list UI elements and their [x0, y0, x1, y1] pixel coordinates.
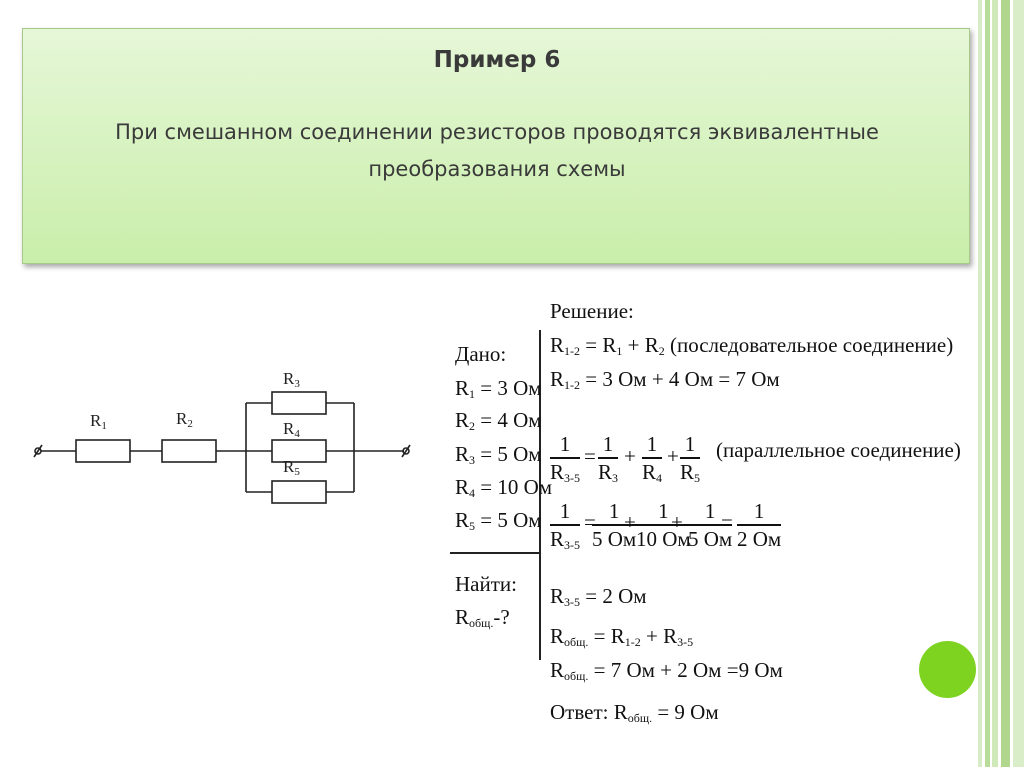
resistor-r5 [271, 480, 327, 504]
subtitle-line-2: преобразования схемы [368, 157, 626, 181]
answer: Ответ: Rобщ. = 9 Ом [550, 700, 719, 725]
title-box: Пример 6 При смешанном соединении резист… [22, 28, 970, 264]
equals-sign: = [584, 510, 596, 534]
label-r1: R1 [90, 411, 107, 432]
plus-sign: + [667, 444, 679, 468]
slide-subtitle: При смешанном соединении резисторов пров… [23, 114, 971, 188]
given-title: Дано: [455, 342, 507, 366]
resistor-r3 [271, 391, 327, 415]
resistor-r2 [161, 439, 217, 463]
given-r2: R2 = 4 Ом [455, 408, 542, 433]
resistor-r4 [271, 439, 327, 463]
solution-line-2: R1-2 = 3 Ом + 4 Ом = 7 Ом [550, 367, 780, 392]
given-r4: R4 = 10 Ом [455, 475, 553, 500]
circuit-diagram: R1 R2 R3 R4 R5 [33, 369, 411, 504]
equals-sign: = [721, 510, 733, 534]
label-r3: R3 [283, 369, 300, 390]
parallel-note: (параллельное соединение) [716, 438, 961, 462]
r35-result: R3-5 = 2 Ом [550, 584, 647, 609]
plus-sign: + [671, 510, 683, 534]
label-r4: R4 [283, 419, 300, 440]
given-r1: R1 = 3 Ом [455, 376, 542, 401]
table-lines [450, 330, 541, 660]
resistor-r1 [75, 439, 131, 463]
find-target: Rобщ.-? [455, 605, 510, 630]
total-value: Rобщ. = 7 Ом + 2 Ом =9 Ом [550, 658, 783, 683]
given-r5: R5 = 5 Ом [455, 508, 542, 533]
find-title: Найти: [455, 572, 517, 596]
label-r2: R2 [176, 409, 193, 430]
slide-heading: Пример 6 [433, 47, 561, 73]
next-slide-button[interactable] [919, 641, 976, 698]
plus-sign: + [624, 444, 636, 468]
plus-sign: + [624, 510, 636, 534]
solution-line-1: R1-2 = R1 + R2 (последовательное соедине… [550, 333, 954, 358]
subtitle-line-1: При смешанном соединении резисторов пров… [115, 120, 879, 144]
total-formula: Rобщ. = R1-2 + R3-5 [550, 624, 694, 649]
equals-sign: = [584, 444, 596, 468]
solution-title: Решение: [550, 299, 634, 323]
given-r3: R3 = 5 Ом [455, 442, 542, 467]
